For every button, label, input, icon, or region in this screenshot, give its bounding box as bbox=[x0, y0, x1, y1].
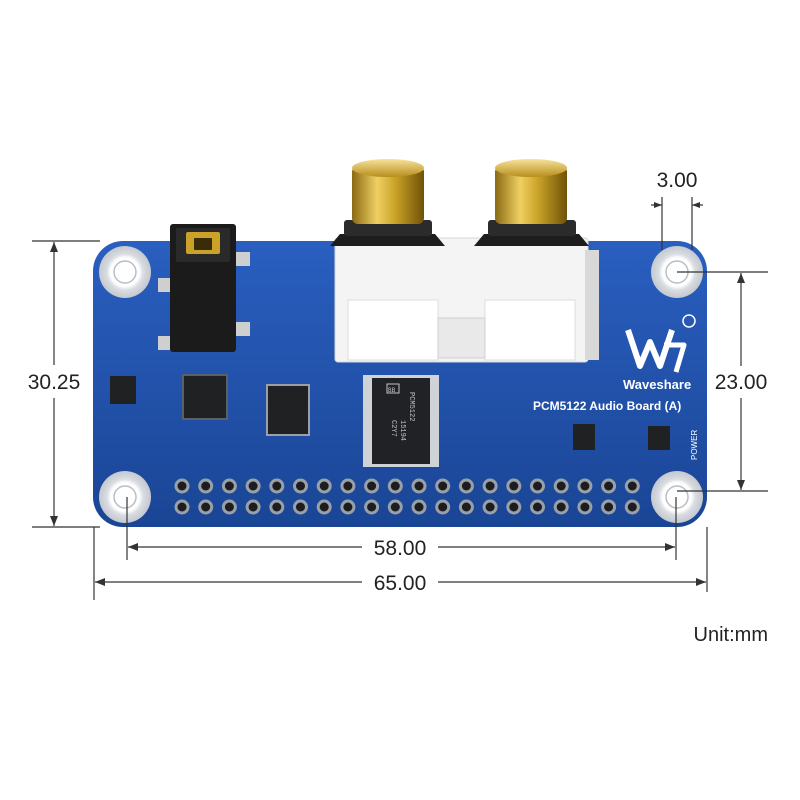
gpio-header bbox=[174, 478, 640, 515]
regulator-power bbox=[648, 426, 670, 450]
gpio-pin-hole bbox=[627, 481, 637, 491]
chip-logo: BB bbox=[388, 387, 396, 394]
rca-connector-right bbox=[474, 159, 589, 246]
gpio-pin-hole bbox=[604, 481, 614, 491]
gpio-pin-hole bbox=[461, 481, 471, 491]
waveshare-logo-icon bbox=[625, 314, 696, 373]
gpio-pin-hole bbox=[438, 481, 448, 491]
dac-chip: BB PCM5122 15194 C2Y7 bbox=[363, 375, 439, 467]
gpio-pin-hole bbox=[533, 502, 542, 512]
chip-marking-line-2: 15194 bbox=[398, 420, 406, 441]
soic-chip bbox=[266, 384, 310, 436]
hole-diameter-label: 3.00 bbox=[657, 169, 698, 192]
gpio-pin-hole bbox=[201, 502, 211, 512]
gpio-pin-hole bbox=[556, 502, 566, 512]
hole-spacing-y-label: 23.00 bbox=[715, 371, 768, 394]
gpio-pin-hole bbox=[296, 502, 305, 512]
width-label: 65.00 bbox=[374, 572, 427, 595]
gpio-pin-hole bbox=[390, 481, 400, 491]
rca-housing bbox=[334, 237, 599, 363]
gpio-pin-hole bbox=[533, 481, 542, 491]
chip-marking-line-3: C2Y7 bbox=[389, 420, 397, 437]
gpio-pin-hole bbox=[248, 502, 258, 512]
gpio-pin-hole bbox=[272, 502, 282, 512]
dimension-annotations bbox=[32, 197, 768, 600]
gpio-pin-hole bbox=[580, 502, 590, 512]
rca-connector-left bbox=[330, 159, 445, 246]
gpio-pin-hole bbox=[224, 502, 234, 512]
gpio-pin-hole bbox=[414, 502, 424, 512]
gpio-pin-hole bbox=[201, 481, 211, 491]
gpio-pin-hole bbox=[390, 502, 400, 512]
gpio-pin-hole bbox=[604, 502, 614, 512]
gpio-pin-hole bbox=[177, 481, 187, 491]
gpio-pin-hole bbox=[556, 481, 566, 491]
gpio-pin-hole bbox=[177, 502, 187, 512]
gpio-pin-hole bbox=[367, 481, 377, 491]
gpio-pin-hole bbox=[319, 481, 329, 491]
gpio-pin-hole bbox=[485, 481, 495, 491]
gpio-pin-hole bbox=[224, 481, 234, 491]
pcb: Waveshare PCM5122 Audio Board (A) POWER … bbox=[93, 159, 707, 527]
regulator-right bbox=[573, 424, 595, 450]
height-label: 30.25 bbox=[28, 371, 81, 394]
gpio-pin-hole bbox=[248, 481, 258, 491]
gpio-pin-hole bbox=[509, 481, 519, 491]
gpio-pin-hole bbox=[580, 481, 590, 491]
gpio-pin-hole bbox=[438, 502, 448, 512]
gpio-pin-hole bbox=[343, 502, 353, 512]
gpio-pin-hole bbox=[319, 502, 329, 512]
brand-name: Waveshare bbox=[623, 377, 691, 392]
headphone-jack bbox=[158, 224, 250, 352]
gpio-pin-hole bbox=[343, 481, 353, 491]
mounting-hole-bottom-right bbox=[651, 471, 703, 523]
gpio-pin-hole bbox=[414, 481, 424, 491]
gpio-pin-hole bbox=[272, 481, 282, 491]
gpio-pin-hole bbox=[367, 502, 377, 512]
gpio-pin-hole bbox=[627, 502, 637, 512]
power-label: POWER bbox=[690, 430, 699, 460]
chip-marking-line-1: PCM5122 bbox=[407, 392, 415, 421]
gpio-pin-hole bbox=[485, 502, 495, 512]
qfn-chip bbox=[182, 374, 228, 420]
mounting-hole-top-left bbox=[99, 246, 151, 298]
gpio-pin-hole bbox=[461, 502, 471, 512]
gpio-pin-hole bbox=[296, 481, 305, 491]
hole-spacing-x-label: 58.00 bbox=[374, 537, 427, 560]
mounting-hole-bottom-left bbox=[99, 471, 151, 523]
gpio-pin-hole bbox=[509, 502, 519, 512]
regulator-left bbox=[110, 376, 136, 404]
board-model-label: PCM5122 Audio Board (A) bbox=[533, 399, 681, 413]
unit-label: Unit:mm bbox=[694, 624, 768, 646]
